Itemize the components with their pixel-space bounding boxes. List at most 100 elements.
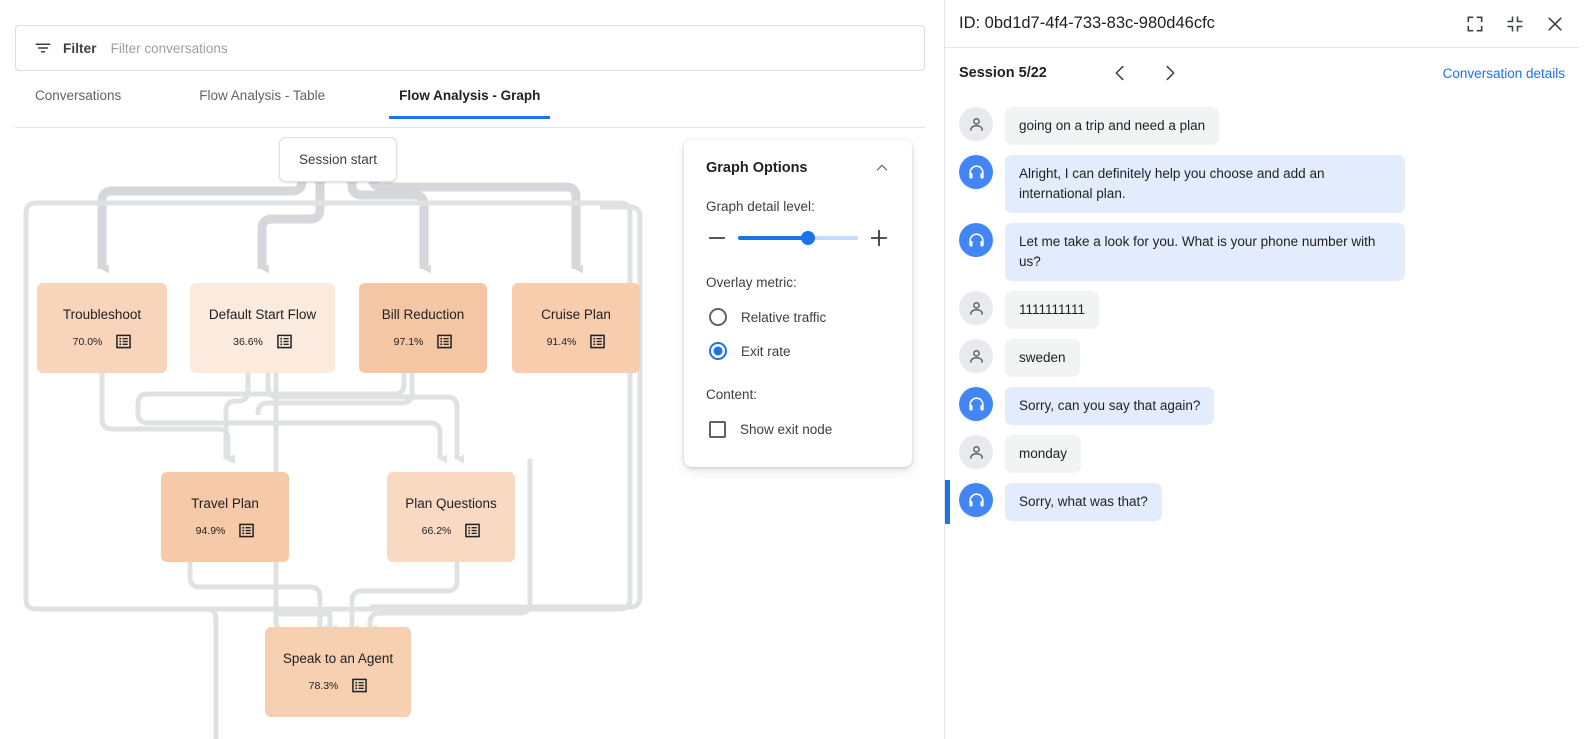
- node-bill-reduction[interactable]: Bill Reduction 97.1%: [359, 283, 487, 373]
- detail-level-label: Graph detail level:: [706, 199, 815, 214]
- chevron-right-icon[interactable]: [1159, 62, 1181, 84]
- node-meta: 36.6%: [233, 334, 292, 349]
- list-icon[interactable]: [465, 523, 481, 538]
- radio-label: Exit rate: [741, 343, 791, 359]
- flow-graph[interactable]: Session start Troubleshoot 70.0% Default…: [0, 129, 944, 739]
- message-text: Sorry, can you say that again?: [1005, 387, 1215, 425]
- plus-icon[interactable]: [868, 227, 890, 249]
- graph-options-header: Graph Options: [706, 160, 890, 176]
- agent-avatar-icon: [959, 155, 993, 189]
- node-percent: 70.0%: [72, 335, 103, 348]
- node-default-start-flow[interactable]: Default Start Flow 36.6%: [190, 283, 335, 373]
- node-meta: 78.3%: [309, 678, 368, 693]
- node-travel-plan[interactable]: Travel Plan 94.9%: [161, 472, 289, 562]
- close-icon[interactable]: [1545, 14, 1565, 34]
- list-icon[interactable]: [590, 334, 606, 349]
- user-avatar-icon: [959, 291, 993, 325]
- list-icon[interactable]: [437, 334, 453, 349]
- radio-exit-rate[interactable]: Exit rate: [706, 334, 890, 368]
- conversation-id: ID: 0bd1d7-4f4-733-83c-980d46cfc: [959, 14, 1215, 32]
- fullscreen-icon[interactable]: [1465, 14, 1485, 34]
- tab-flow-analysis-graph[interactable]: Flow Analysis - Graph: [389, 88, 551, 119]
- filter-bar[interactable]: Filter: [15, 25, 925, 71]
- node-label: Cruise Plan: [541, 306, 611, 322]
- checkbox-show-exit-node[interactable]: Show exit node: [706, 412, 890, 446]
- graph-options-title: Graph Options: [706, 160, 808, 176]
- session-counter: Session 5/22: [959, 65, 1047, 81]
- message-text: Sorry, what was that?: [1005, 483, 1162, 521]
- node-label: Default Start Flow: [208, 306, 317, 322]
- radio-circle-selected-icon: [709, 342, 727, 360]
- slider-fill: [738, 236, 808, 240]
- message-text: sweden: [1005, 339, 1080, 377]
- fullscreen-exit-icon[interactable]: [1505, 14, 1525, 34]
- user-avatar-icon: [959, 339, 993, 373]
- list-icon[interactable]: [116, 334, 132, 349]
- node-meta: 66.2%: [422, 523, 481, 538]
- minus-icon[interactable]: [706, 227, 728, 249]
- agent-avatar-icon: [959, 223, 993, 257]
- radio-relative-traffic[interactable]: Relative traffic: [706, 300, 890, 334]
- content-label: Content:: [706, 387, 758, 402]
- node-percent: 78.3%: [308, 679, 339, 692]
- detail-level-slider-row: [706, 227, 890, 249]
- message-item: Let me take a look for you. What is your…: [945, 218, 1579, 286]
- tab-bar: Conversations Flow Analysis - Table Flow…: [15, 88, 925, 128]
- user-avatar-icon: [959, 435, 993, 469]
- checkbox-empty-icon: [709, 420, 726, 438]
- filter-list-icon: [34, 39, 52, 57]
- filter-input[interactable]: [110, 40, 906, 56]
- session-start-label: Session start: [298, 152, 378, 167]
- conversation-details-link[interactable]: Conversation details: [1442, 65, 1565, 81]
- list-icon[interactable]: [352, 678, 368, 693]
- tab-flow-analysis-table[interactable]: Flow Analysis - Table: [199, 88, 326, 103]
- filter-label: Filter: [63, 40, 97, 56]
- message-text: going on a trip and need a plan: [1005, 107, 1220, 145]
- node-speak-to-an-agent[interactable]: Speak to an Agent 78.3%: [265, 627, 411, 717]
- message-text: Alright, I can definitely help you choos…: [1005, 155, 1405, 213]
- chevron-left-icon[interactable]: [1109, 62, 1131, 84]
- tab-conversations[interactable]: Conversations: [35, 88, 122, 103]
- node-meta: 94.9%: [196, 523, 255, 538]
- node-session-start[interactable]: Session start: [279, 137, 397, 182]
- node-label: Speak to an Agent: [282, 650, 394, 666]
- node-percent: 66.2%: [421, 524, 452, 537]
- node-label: Travel Plan: [191, 495, 259, 511]
- message-item: Alright, I can definitely help you choos…: [945, 150, 1579, 218]
- node-percent: 97.1%: [393, 335, 424, 348]
- message-text: monday: [1005, 435, 1082, 473]
- node-meta: 91.4%: [547, 334, 606, 349]
- list-icon[interactable]: [277, 334, 292, 349]
- message-item-highlighted: Sorry, what was that?: [945, 478, 1579, 526]
- node-percent: 91.4%: [546, 335, 577, 348]
- detail-level-slider[interactable]: [738, 231, 858, 245]
- chevron-up-icon[interactable]: [874, 160, 890, 176]
- message-highlight-bar: [945, 480, 950, 524]
- node-label: Troubleshoot: [62, 306, 142, 322]
- node-label: Plan Questions: [405, 495, 497, 511]
- node-troubleshoot[interactable]: Troubleshoot 70.0%: [37, 283, 167, 373]
- message-text: 1111111111: [1005, 291, 1100, 329]
- node-label: Bill Reduction: [381, 306, 465, 322]
- radio-circle-icon: [709, 308, 727, 326]
- checkbox-label: Show exit node: [740, 421, 833, 437]
- node-percent: 94.9%: [195, 524, 226, 537]
- slider-thumb[interactable]: [800, 231, 815, 245]
- node-cruise-plan[interactable]: Cruise Plan 91.4%: [512, 283, 640, 373]
- radio-label: Relative traffic: [741, 309, 827, 325]
- list-icon[interactable]: [239, 523, 255, 538]
- message-list[interactable]: going on a trip and need a plan Alright,…: [945, 98, 1579, 739]
- conversation-header: ID: 0bd1d7-4f4-733-83c-980d46cfc: [945, 0, 1579, 48]
- agent-avatar-icon: [959, 387, 993, 421]
- user-avatar-icon: [959, 107, 993, 141]
- node-percent: 36.6%: [233, 335, 263, 348]
- message-item: Sorry, can you say that again?: [945, 382, 1579, 430]
- conversation-pane: ID: 0bd1d7-4f4-733-83c-980d46cfc Session…: [945, 0, 1579, 739]
- node-plan-questions[interactable]: Plan Questions 66.2%: [387, 472, 515, 562]
- message-item: monday: [945, 430, 1579, 478]
- message-item: sweden: [945, 334, 1579, 382]
- node-meta: 70.0%: [73, 334, 132, 349]
- message-item: going on a trip and need a plan: [945, 102, 1579, 150]
- graph-options-panel: Graph Options Graph detail level:: [684, 140, 912, 467]
